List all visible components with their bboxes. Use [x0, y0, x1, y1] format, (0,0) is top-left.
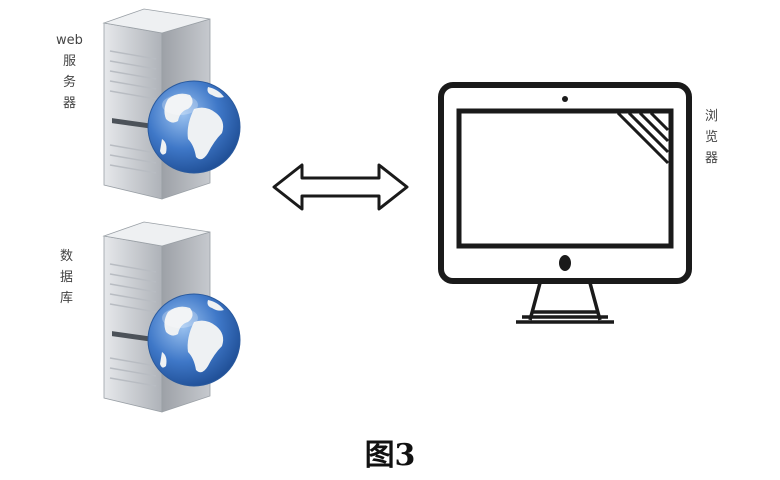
monitor-icon	[438, 82, 692, 324]
web-server-label-line: web	[56, 33, 83, 48]
web-server-label-line: 务	[62, 75, 76, 90]
browser-label: 浏 览 器	[705, 106, 718, 169]
browser-label-line: 器	[705, 151, 719, 166]
web-server-label-line: 器	[62, 96, 76, 111]
camera-dot	[562, 96, 568, 102]
database-label-line: 库	[60, 291, 74, 306]
monitor-stand	[528, 282, 602, 321]
database-server-icon	[102, 221, 241, 413]
browser-label-line: 浏	[705, 109, 719, 124]
web-server-label: web 服 务 器	[56, 30, 83, 114]
web-server-label-line: 服	[62, 54, 76, 69]
database-label-line: 数	[60, 249, 74, 264]
double-arrow-icon	[272, 163, 409, 211]
web-server-icon	[102, 8, 241, 200]
screen-glare	[616, 111, 670, 165]
database-label-line: 据	[60, 270, 74, 285]
browser-label-line: 览	[705, 130, 719, 145]
power-button	[559, 255, 571, 271]
database-label: 数 据 库	[60, 246, 73, 309]
figure-caption: 图3	[364, 438, 416, 473]
